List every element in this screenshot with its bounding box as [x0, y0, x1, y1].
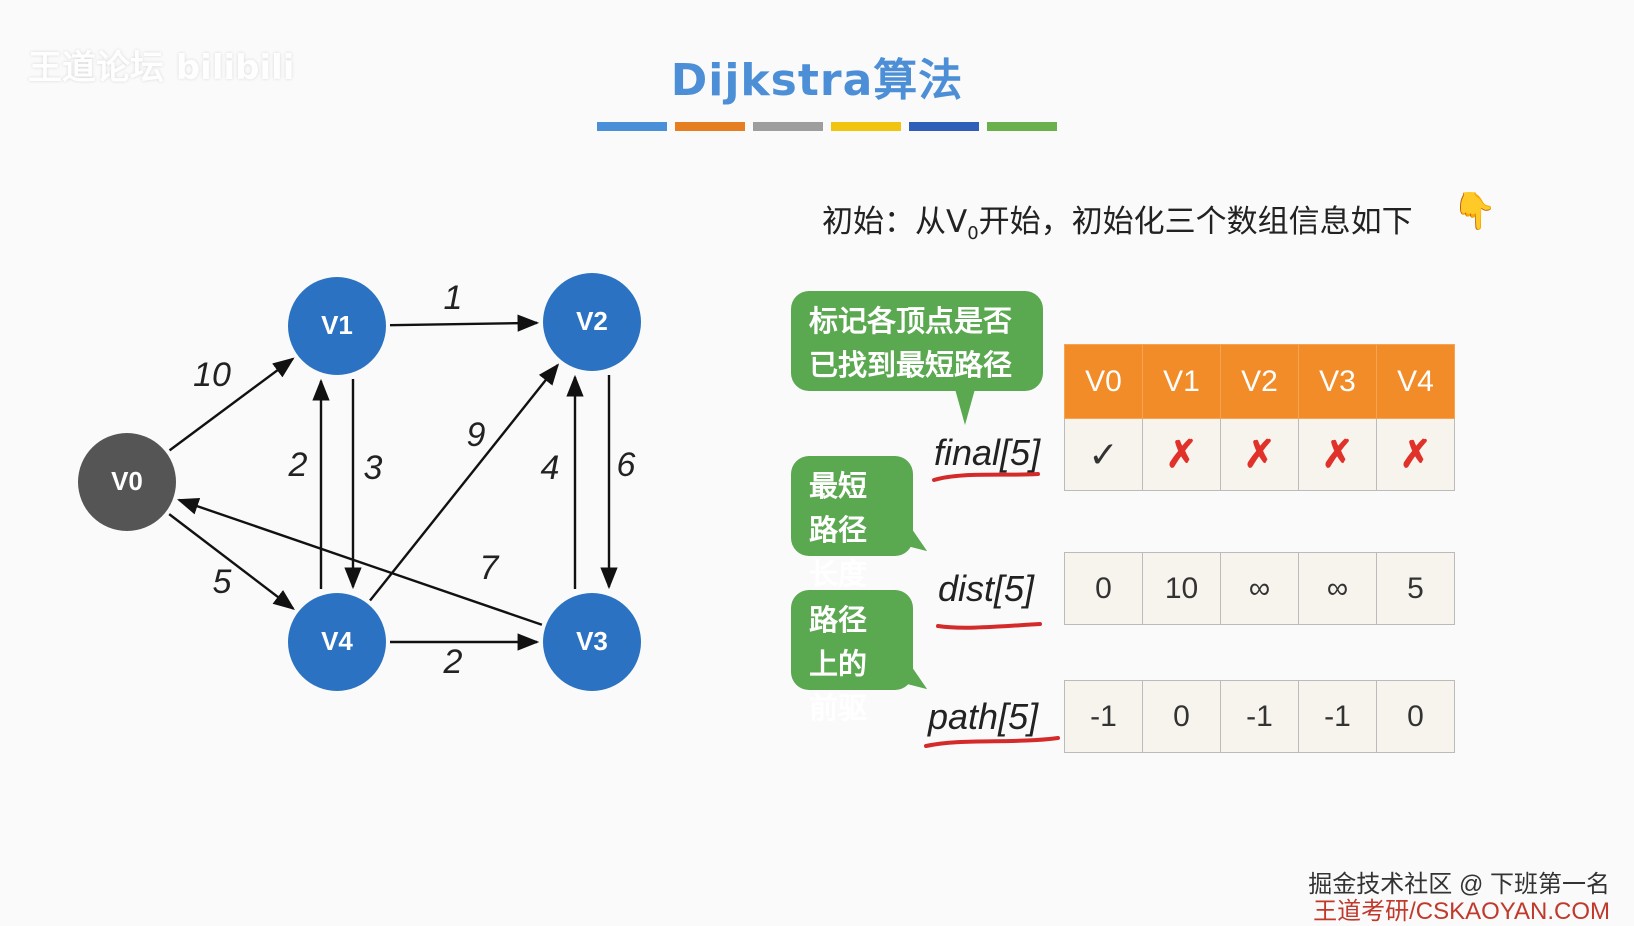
dist-cell: 0	[1064, 552, 1143, 625]
final-row: ✓ ✗ ✗ ✗ ✗	[1064, 418, 1455, 491]
edge-v0-v4	[168, 513, 295, 610]
node-v0	[78, 433, 176, 531]
table-header-row: V0 V1 V2 V3 V4	[1064, 344, 1455, 419]
edge-weight-v0-v1: 10	[193, 356, 231, 394]
edge-weight-v1-v2: 1	[444, 279, 463, 317]
title-color-bars	[597, 122, 1057, 131]
dist-cell: 10	[1142, 552, 1221, 625]
path-callout: 路径上的前驱	[791, 590, 913, 725]
title-bar-yellow	[831, 122, 901, 131]
init-description: 初始：从V0开始，初始化三个数组信息如下	[822, 196, 1413, 244]
final-callout-tail	[955, 389, 975, 425]
dist-cell: ∞	[1220, 552, 1299, 625]
path-cell: 0	[1142, 680, 1221, 753]
title-bar-green	[987, 122, 1057, 131]
bilibili-watermark: 王道论坛 bilibili	[28, 48, 295, 88]
edge-weight-v4-v2: 9	[467, 416, 486, 454]
header-cell: V4	[1376, 344, 1455, 419]
edge-v1-v2	[389, 314, 540, 332]
node-label-v2: V2	[576, 306, 608, 336]
final-cell: ✗	[1142, 418, 1221, 491]
title-bar-gray	[753, 122, 823, 131]
dist-table: 0 10 ∞ ∞ 5	[1064, 552, 1455, 625]
edge-weight-v0-v4: 5	[213, 563, 232, 601]
dist-cell: ∞	[1298, 552, 1377, 625]
final-underline	[932, 472, 1040, 482]
final-array-label: final[5]	[934, 432, 1041, 473]
node-v4	[288, 593, 386, 691]
init-text-before: 初始：从V	[822, 204, 968, 240]
edge-v0-v1	[168, 357, 295, 452]
node-v3	[543, 593, 641, 691]
edge-weight-v3-v0: 7	[480, 549, 500, 587]
title-bar-blue	[597, 122, 667, 131]
graph-weights: 10 1 2 3 9 4 6 7 5 2	[193, 279, 635, 681]
init-text-subscript: 0	[967, 223, 979, 245]
dist-row: 0 10 ∞ ∞ 5	[1064, 552, 1455, 625]
node-v2	[543, 273, 641, 371]
final-cell: ✗	[1376, 418, 1455, 491]
edge-weight-v4-v1: 3	[364, 449, 383, 487]
node-label-v3: V3	[576, 626, 608, 656]
final-table: V0 V1 V2 V3 V4 ✓ ✗ ✗ ✗ ✗	[1064, 344, 1455, 491]
juejin-watermark: 掘金技术社区 @ 下班第一名	[1308, 871, 1610, 898]
header-cell: V0	[1064, 344, 1143, 419]
node-label-v0: V0	[111, 466, 143, 496]
path-underline	[924, 736, 1060, 748]
path-cell: 0	[1376, 680, 1455, 753]
dist-cell: 5	[1376, 552, 1455, 625]
path-row: -1 0 -1 -1 0	[1064, 680, 1455, 753]
cskaoyan-watermark: 王道考研/CSKAOYAN.COM	[1313, 898, 1610, 925]
node-label-v1: V1	[321, 310, 353, 340]
node-v1	[288, 277, 386, 375]
path-cell: -1	[1064, 680, 1143, 753]
dist-callout: 最短路径长度	[791, 456, 913, 591]
node-label-v4: V4	[321, 626, 353, 656]
title-bar-darkblue	[909, 122, 979, 131]
header-cell: V2	[1220, 344, 1299, 419]
edge-weight-v1-v4: 2	[288, 446, 308, 484]
page-title: Dijkstra算法	[670, 55, 964, 106]
edge-weight-v3-v2: 6	[617, 446, 636, 484]
pointing-down-hand-icon: 👇	[1452, 191, 1497, 232]
dist-array-label: dist[5]	[938, 568, 1035, 609]
header-cell: V1	[1142, 344, 1221, 419]
final-callout: 标记各顶点是否已找到最短路径	[791, 291, 1043, 391]
dist-underline	[936, 622, 1042, 630]
init-text-after: 开始，初始化三个数组信息如下	[978, 204, 1413, 240]
edge-v3-v0	[176, 498, 543, 626]
edge-weight-v4-v3: 2	[443, 643, 463, 681]
path-table: -1 0 -1 -1 0	[1064, 680, 1455, 753]
graph-edges	[168, 314, 618, 651]
final-cell: ✓	[1064, 418, 1143, 491]
edge-weight-v2-v3: 4	[541, 449, 560, 487]
final-cell: ✗	[1298, 418, 1377, 491]
header-cell: V3	[1298, 344, 1377, 419]
edge-v4-v2	[369, 363, 560, 602]
final-cell: ✗	[1220, 418, 1299, 491]
title-bar-orange	[675, 122, 745, 131]
path-array-label: path[5]	[928, 696, 1039, 737]
path-cell: -1	[1220, 680, 1299, 753]
path-cell: -1	[1298, 680, 1377, 753]
